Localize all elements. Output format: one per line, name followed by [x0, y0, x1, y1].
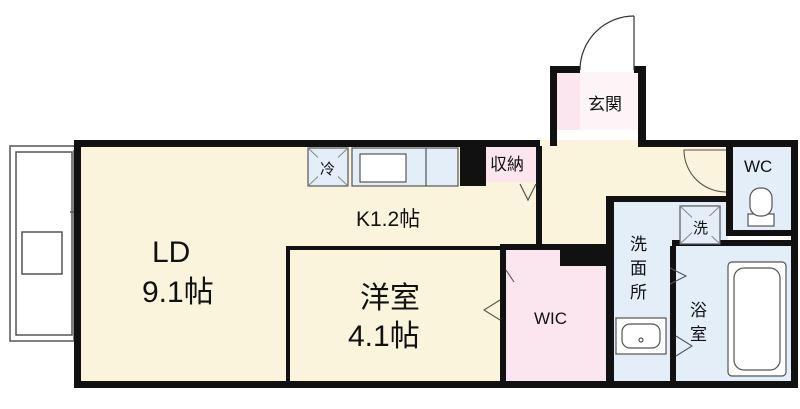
wall-bottom	[74, 381, 798, 388]
entrance-door[interactable]	[579, 15, 635, 71]
wall-kitchen-post	[460, 146, 486, 186]
wash-basin	[615, 317, 667, 355]
washroom-label-3: 所	[630, 283, 647, 302]
wall-western-left	[286, 246, 290, 386]
wall-top-right	[638, 140, 798, 147]
balcony-inner	[15, 151, 73, 336]
outdoor-unit	[21, 231, 63, 275]
washroom-label-2: 面	[630, 259, 647, 278]
balcony	[9, 145, 78, 342]
wall-left	[74, 140, 81, 388]
western-floor	[290, 250, 500, 381]
washer-label-bg	[692, 216, 712, 236]
bath-door-arrow[interactable]	[675, 335, 694, 357]
wall-bath-left	[670, 246, 676, 386]
wic-label: WIC	[534, 309, 567, 328]
hall-floor	[540, 140, 728, 200]
wc-label: WC	[744, 157, 772, 176]
kitchen-label: K1.2帖	[356, 208, 420, 231]
wall-bath-top	[672, 240, 798, 246]
storage-floor	[486, 146, 538, 182]
toilet	[747, 187, 775, 227]
washer-label: 洗	[693, 220, 708, 237]
walls	[74, 66, 798, 388]
bath-label-2: 室	[690, 325, 707, 344]
entrance-label: 玄関	[588, 95, 622, 114]
toilet-bowl	[749, 187, 773, 217]
ld-name: LD	[152, 236, 190, 269]
wall-western-top	[290, 246, 500, 250]
wall-entrance-right	[638, 66, 646, 146]
wall-entrance-left	[550, 70, 557, 146]
wall-wc-bottom	[726, 230, 798, 236]
entrance-step	[580, 72, 640, 130]
tub-inner	[733, 267, 781, 371]
western-size: 4.1帖	[348, 320, 420, 353]
wall-wc-left	[726, 146, 733, 236]
washer-pan: 洗	[679, 205, 721, 245]
ld-size: 9.1帖	[142, 276, 214, 309]
storage-label: 収納	[490, 155, 524, 174]
wash-door-arrow[interactable]	[669, 267, 688, 285]
western-door-arrow[interactable]	[482, 299, 501, 321]
wall-wic-top	[500, 244, 606, 250]
wall-wic-wash	[606, 196, 614, 386]
basin-drain	[638, 337, 644, 343]
room-labels: LD 9.1帖 K1.2帖 洋室 4.1帖 WIC 玄関 収納 WC 洗 面 所…	[142, 95, 772, 353]
storage-door[interactable]	[519, 183, 537, 202]
kitchen-counter	[351, 147, 459, 187]
balcony-outline	[9, 145, 77, 342]
wall-wash-top	[608, 196, 732, 202]
fridge-label: 冷	[320, 161, 335, 178]
wall-storage-right	[536, 146, 542, 246]
wc-door-swing[interactable]	[683, 149, 727, 193]
storage-door-arrow	[519, 183, 537, 202]
wall-top-left	[74, 140, 540, 147]
wall-wic-top-right	[560, 244, 608, 266]
door-swings	[482, 149, 727, 357]
wall-entrance-top	[550, 66, 580, 73]
washroom-label-1: 洗	[630, 235, 647, 254]
sink	[359, 153, 407, 183]
western-name: 洋室	[360, 282, 420, 315]
fridge: 冷	[307, 147, 349, 187]
wall-right	[791, 140, 798, 388]
wic-door-arrow[interactable]	[505, 269, 515, 283]
wall-western-right	[500, 246, 506, 386]
fridge-label-bg	[318, 157, 338, 177]
basin-bowl	[621, 323, 661, 349]
bathtub	[727, 261, 787, 377]
door-swing	[579, 15, 635, 71]
wic-floor	[506, 250, 606, 381]
bath-label-1: 浴	[690, 301, 707, 320]
